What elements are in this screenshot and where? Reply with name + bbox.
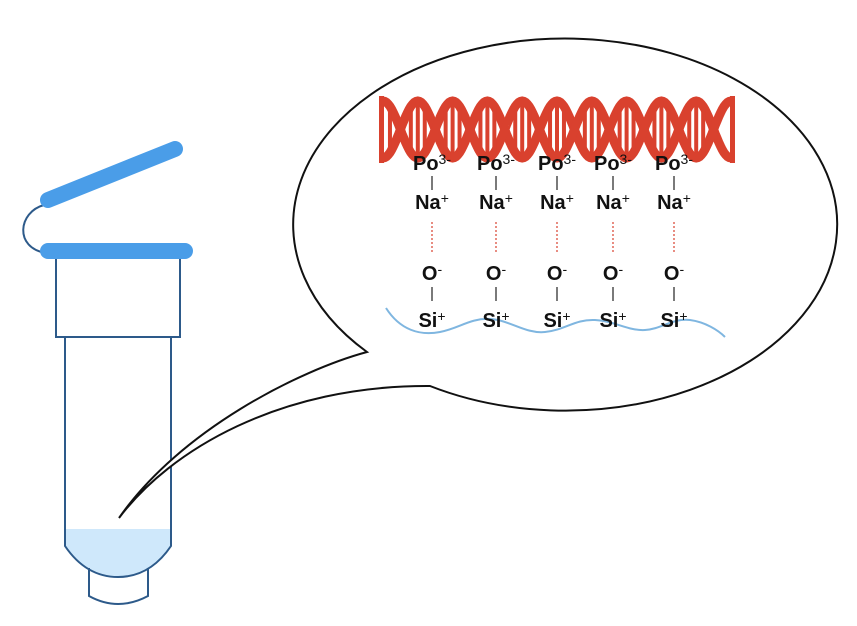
silicon-label: Si+ bbox=[599, 308, 626, 332]
oxygen-label: O- bbox=[422, 261, 443, 285]
charge-superscript: - bbox=[679, 261, 684, 277]
silicon-label: Si+ bbox=[543, 308, 570, 332]
charge-superscript: - bbox=[618, 261, 623, 277]
sodium-label: Na+ bbox=[596, 190, 630, 214]
charge-superscript: 3- bbox=[503, 151, 516, 167]
oxygen-label: O- bbox=[603, 261, 624, 285]
charge-superscript: - bbox=[501, 261, 506, 277]
charge-superscript: + bbox=[683, 190, 691, 206]
silicon-label: Si+ bbox=[660, 308, 687, 332]
lid-hinge bbox=[22, 204, 47, 254]
charge-superscript: 3- bbox=[620, 151, 633, 167]
dna-end-left bbox=[379, 96, 384, 163]
tube-nozzle bbox=[88, 568, 149, 605]
silicon-label: Si+ bbox=[418, 308, 445, 332]
binding-column: Po3- Na+ O- Si+ bbox=[538, 151, 576, 332]
charge-superscript: - bbox=[562, 261, 567, 277]
charge-superscript: + bbox=[505, 190, 513, 206]
charge-superscript: - bbox=[437, 261, 442, 277]
sodium-label: Na+ bbox=[657, 190, 691, 214]
binding-column: Po3- Na+ O- Si+ bbox=[594, 151, 632, 332]
tube-body bbox=[64, 337, 172, 579]
charge-superscript: + bbox=[562, 308, 570, 324]
sodium-label: Na+ bbox=[415, 190, 449, 214]
charge-superscript: 3- bbox=[681, 151, 694, 167]
spin-column-tube bbox=[22, 141, 193, 605]
tube-liquid bbox=[65, 529, 171, 577]
charge-superscript: + bbox=[622, 190, 630, 206]
silicon-label: Si+ bbox=[482, 308, 509, 332]
phosphate-label: Po3- bbox=[594, 151, 632, 175]
phosphate-label: Po3- bbox=[538, 151, 576, 175]
phosphate-label: Po3- bbox=[413, 151, 451, 175]
charge-superscript: + bbox=[437, 308, 445, 324]
binding-column: Po3- Na+ O- Si+ bbox=[477, 151, 515, 332]
charge-superscript: + bbox=[566, 190, 574, 206]
dna-end-right bbox=[730, 96, 735, 163]
oxygen-label: O- bbox=[486, 261, 507, 285]
binding-column: Po3- Na+ O- Si+ bbox=[413, 151, 451, 332]
binding-columns: Po3-Na+O-Si+Po3-Na+O-Si+Po3-Na+O-Si+Po3-… bbox=[413, 151, 693, 332]
sodium-label: Na+ bbox=[479, 190, 513, 214]
silica-surface bbox=[385, 307, 726, 338]
tube-lid bbox=[40, 141, 183, 208]
oxygen-label: O- bbox=[547, 261, 568, 285]
phosphate-label: Po3- bbox=[655, 151, 693, 175]
dna-helix bbox=[379, 96, 735, 163]
charge-superscript: + bbox=[679, 308, 687, 324]
oxygen-label: O- bbox=[664, 261, 685, 285]
tube-cap bbox=[55, 256, 181, 338]
charge-superscript: 3- bbox=[564, 151, 577, 167]
charge-superscript: 3- bbox=[439, 151, 452, 167]
charge-superscript: + bbox=[441, 190, 449, 206]
binding-column: Po3- Na+ O- Si+ bbox=[655, 151, 693, 332]
charge-superscript: + bbox=[618, 308, 626, 324]
charge-superscript: + bbox=[501, 308, 509, 324]
phosphate-label: Po3- bbox=[477, 151, 515, 175]
sodium-label: Na+ bbox=[540, 190, 574, 214]
